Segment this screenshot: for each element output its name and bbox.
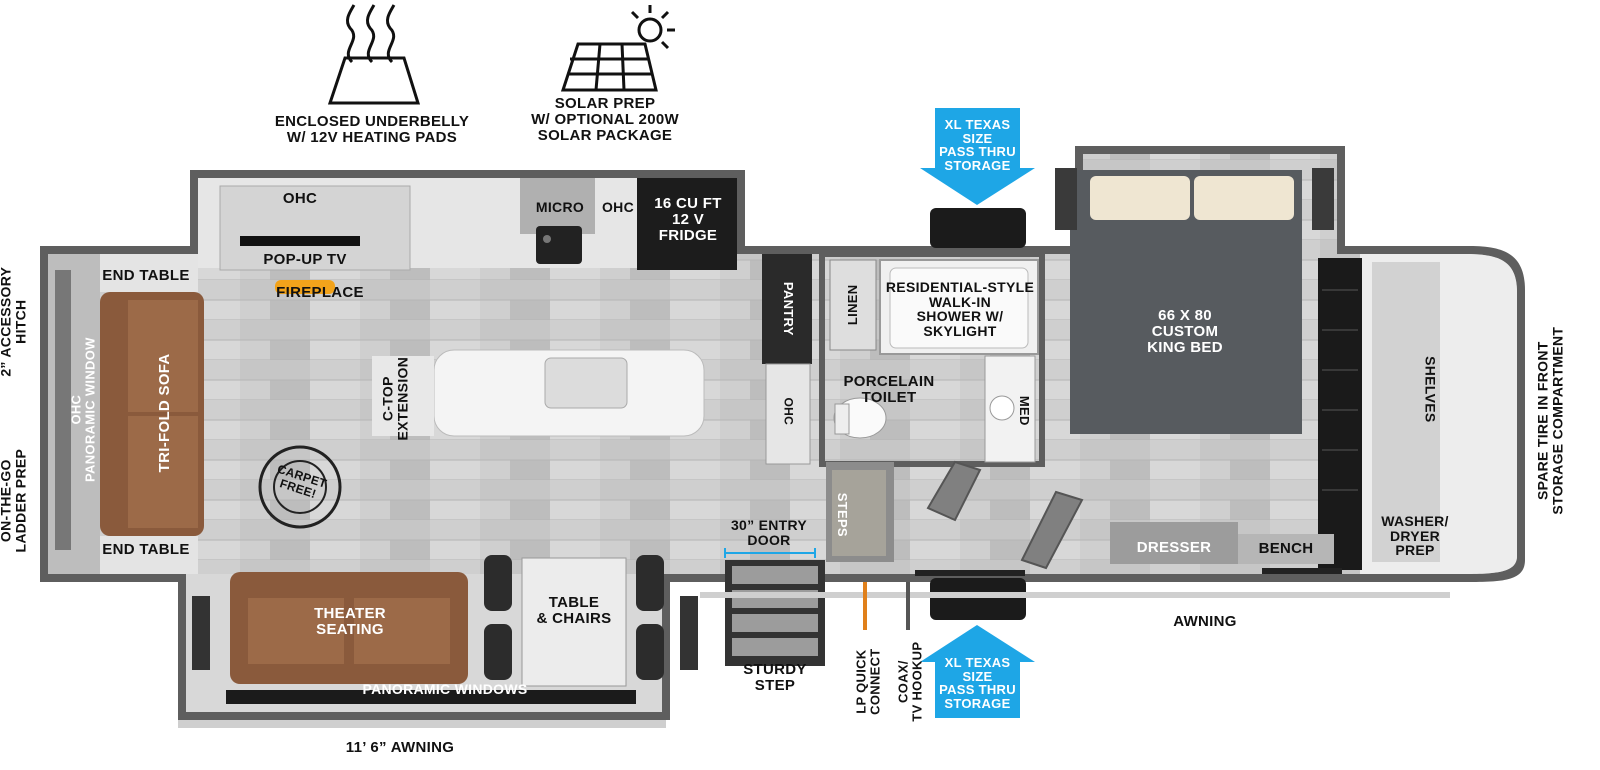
lp-connect-label: LP QUICK CONNECT (853, 648, 882, 715)
linen-label: LINEN (845, 284, 861, 326)
spare-tire-label: SPARE TIRE IN FRONT STORAGE COMPARTMENT (1534, 326, 1565, 515)
sturdy-step-label: STURDY STEP (743, 661, 807, 694)
pantry-label: PANTRY (780, 281, 796, 336)
med-label: MED (1016, 395, 1032, 426)
steps-label: STEPS (834, 492, 850, 537)
bench-label: BENCH (1258, 540, 1314, 557)
table-label: TABLE & CHAIRS (536, 594, 612, 627)
ohc-top-label: OHC (282, 190, 318, 207)
coax-label: COAX/ TV HOOKUP (895, 641, 924, 722)
carpet-free-stamp (258, 445, 342, 529)
storage-arrow-bottom (920, 625, 1035, 718)
underbelly-label: ENCLOSED UNDERBELLY W/ 12V HEATING PADS (274, 113, 470, 146)
awning-left-label: 11’ 6” AWNING (345, 739, 455, 756)
storage-top-label: XL TEXAS SIZE PASS THRU STORAGE (939, 117, 1016, 173)
fireplace-label: FIREPLACE (276, 284, 364, 301)
end-table-top-label: END TABLE (102, 267, 190, 284)
end-table-bottom-label: END TABLE (102, 541, 190, 558)
ladder-label: ON-THE-GO LADDER PREP (0, 448, 28, 553)
shelves-label: SHELVES (1422, 356, 1439, 423)
ohc-window-label: OHC PANORAMIC WINDOW (68, 337, 97, 482)
storage-arrow-top (920, 108, 1035, 205)
dresser-label: DRESSER (1136, 539, 1212, 556)
ctop-label: C-TOP EXTENSION (379, 356, 410, 441)
panoramic-windows-label: PANORAMIC WINDOWS (362, 681, 528, 697)
toilet-label: PORCELAIN TOILET (843, 373, 935, 406)
solar-label: SOLAR PREP W/ OPTIONAL 200W SOLAR PACKAG… (531, 95, 679, 144)
bed-label: 66 X 80 CUSTOM KING BED (1147, 307, 1223, 356)
shower-label: RESIDENTIAL-STYLE WALK-IN SHOWER W/ SKYL… (885, 279, 1035, 340)
hitch-label: 2” ACCESSORY HITCH (0, 266, 28, 377)
storage-bottom-label: XL TEXAS SIZE PASS THRU STORAGE (939, 655, 1016, 711)
ohc-micro-label: OHC (601, 199, 634, 215)
washer-label: WASHER/ DRYER PREP (1381, 513, 1449, 559)
popup-tv-label: POP-UP TV (263, 251, 347, 268)
solar-panel-icon (560, 5, 675, 92)
micro-label: MICRO (535, 199, 585, 215)
entry-door-label: 30” ENTRY DOOR (730, 517, 808, 548)
heating-pad-icon (327, 4, 421, 105)
awning-right-label: AWNING (1173, 613, 1237, 630)
theater-label: THEATER SEATING (314, 605, 386, 638)
sofa-label: TRI-FOLD SOFA (156, 353, 174, 473)
fridge-label: 16 CU FT 12 V FRIDGE (654, 195, 722, 244)
ohc-pantry-label: OHC (781, 397, 796, 426)
